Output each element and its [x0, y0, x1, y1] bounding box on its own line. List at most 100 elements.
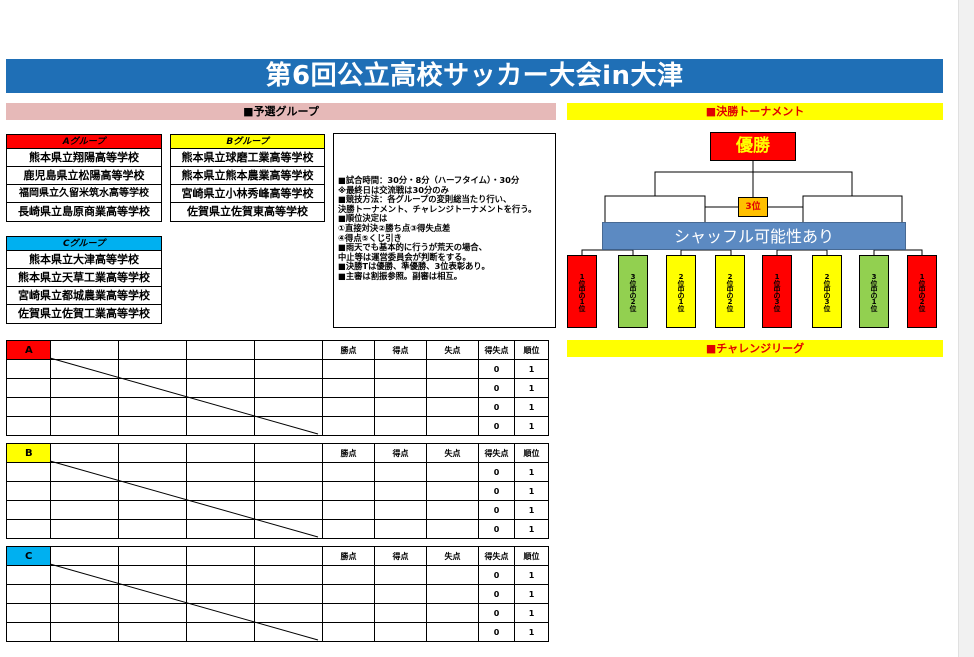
table-row: 0 1 [6, 416, 549, 436]
table-row: 0 1 [6, 603, 549, 623]
rule-line: ④得点⑤くじ引き [338, 232, 402, 243]
table-row: 0 1 [6, 378, 549, 398]
group-c-box: Cグループ 熊本県立大津高等学校 熊本県立天草工業高等学校 宮崎県立都城農業高等… [6, 236, 162, 324]
third-place-box: 3位 [738, 197, 768, 217]
rank-cell: 1 [514, 481, 549, 501]
group-a-school: 福岡県立久留米筑水高等学校 [7, 185, 161, 203]
table-row: 0 1 [6, 622, 549, 642]
group-b-label: Bグループ [171, 135, 324, 149]
rule-line: ■雨天でも基本的に行うが荒天の場合、 [338, 242, 487, 253]
league-table-a: A 勝点 得点 失点 得失点 順位 0 1 0 1 0 1 0 1 [6, 340, 549, 436]
group-a-label: Aグループ [7, 135, 161, 149]
group-b-school: 佐賀県立佐賀東高等学校 [187, 205, 308, 218]
rule-line: ■主審は割振参照。副審は相互。 [338, 270, 462, 281]
group-a-school: 熊本県立翔陽高等学校 [7, 149, 161, 167]
rule-line: ①直接対決②勝ち点③得失点差 [338, 222, 451, 233]
header-goals-against: 失点 [426, 546, 479, 566]
rank-cell: 1 [514, 622, 549, 642]
header-rank: 順位 [514, 546, 549, 566]
rule-line: ■順位決定は [338, 213, 388, 224]
goal-diff-cell: 0 [478, 565, 515, 585]
goal-diff-cell: 0 [478, 584, 515, 604]
header-points: 勝点 [322, 443, 375, 463]
table-row: 0 1 [6, 565, 549, 585]
rank-cell: 1 [514, 565, 549, 585]
league-label: A [6, 340, 51, 360]
final-tournament-heading: ■決勝トーナメント [567, 103, 943, 120]
table-row: 0 1 [6, 397, 549, 417]
group-c-school: 佐賀県立佐賀工業高等学校 [18, 307, 150, 320]
league-table-b: B 勝点 得点 失点 得失点 順位 0 1 0 1 0 1 0 1 [6, 443, 549, 539]
goal-diff-cell: 0 [478, 481, 515, 501]
vertical-scrollbar[interactable] [958, 0, 974, 657]
group-a-box: Aグループ 熊本県立翔陽高等学校 鹿児島県立松陽高等学校 福岡県立久留米筑水高等… [6, 134, 162, 222]
league-label: B [6, 443, 51, 463]
seed-box: 1位中の2位 [907, 255, 937, 328]
group-c-school: 宮崎県立都城農業高等学校 [7, 287, 161, 305]
group-c-label: Cグループ [7, 237, 161, 251]
rule-line: 中止等は運営委員会が判断をする。 [338, 251, 471, 262]
seed-box: 2位中の1位 [666, 255, 696, 328]
league-label: C [6, 546, 51, 566]
league-table-c: C 勝点 得点 失点 得失点 順位 0 1 0 1 0 1 0 1 [6, 546, 549, 642]
goal-diff-cell: 0 [478, 397, 515, 417]
rank-cell: 1 [514, 416, 549, 436]
rank-cell: 1 [514, 519, 549, 539]
header-points: 勝点 [322, 546, 375, 566]
challenge-league-heading: ■チャレンジリーグ [567, 340, 943, 357]
header-goals-for: 得点 [374, 340, 427, 360]
header-goals-for: 得点 [374, 443, 427, 463]
header-goal-diff: 得失点 [478, 340, 515, 360]
goal-diff-cell: 0 [478, 603, 515, 623]
rule-line: ※最終日は交流戦は30分のみ [338, 184, 449, 195]
goal-diff-cell: 0 [478, 519, 515, 539]
header-rank: 順位 [514, 443, 549, 463]
table-row: 0 1 [6, 584, 549, 604]
goal-diff-cell: 0 [478, 378, 515, 398]
yosen-group-heading: ■予選グループ [6, 103, 556, 120]
rule-line: 決勝トーナメント、チャレンジトーナメントを行う。 [338, 203, 537, 214]
header-rank: 順位 [514, 340, 549, 360]
page-title: 第6回公立高校サッカー大会in大津 [6, 59, 943, 93]
goal-diff-cell: 0 [478, 500, 515, 520]
seed-box: 2位中の2位 [715, 255, 745, 328]
table-row: 0 1 [6, 519, 549, 539]
seed-box: 2位中の3位 [812, 255, 842, 328]
seed-box: 3位中の1位 [859, 255, 889, 328]
goal-diff-cell: 0 [478, 416, 515, 436]
rank-cell: 1 [514, 378, 549, 398]
goal-diff-cell: 0 [478, 462, 515, 482]
header-goals-against: 失点 [426, 340, 479, 360]
rank-cell: 1 [514, 462, 549, 482]
table-row: 0 1 [6, 481, 549, 501]
rules-box: ■試合時間：30分・8分（ハーフタイム）・30分 ※最終日は交流戦は30分のみ … [333, 133, 556, 328]
rule-line: ■決勝Tは優勝、準優勝、3位表彰あり。 [338, 261, 490, 272]
group-b-school: 熊本県立球磨工業高等学校 [171, 149, 324, 167]
group-a-school: 長崎県立島原商業高等学校 [18, 205, 150, 218]
group-b-school: 宮崎県立小林秀峰高等学校 [171, 185, 324, 203]
group-b-box: Bグループ 熊本県立球磨工業高等学校 熊本県立熊本農業高等学校 宮崎県立小林秀峰… [170, 134, 325, 222]
header-goal-diff: 得失点 [478, 546, 515, 566]
seed-box: 3位中の2位 [618, 255, 648, 328]
group-c-school: 熊本県立天草工業高等学校 [7, 269, 161, 287]
rank-cell: 1 [514, 603, 549, 623]
rank-cell: 1 [514, 397, 549, 417]
goal-diff-cell: 0 [478, 359, 515, 379]
rank-cell: 1 [514, 500, 549, 520]
table-row: 0 1 [6, 500, 549, 520]
header-points: 勝点 [322, 340, 375, 360]
header-goals-against: 失点 [426, 443, 479, 463]
header-goals-for: 得点 [374, 546, 427, 566]
goal-diff-cell: 0 [478, 622, 515, 642]
group-a-school: 鹿児島県立松陽高等学校 [7, 167, 161, 185]
rule-line: ■試合時間：30分・8分（ハーフタイム）・30分 [338, 175, 520, 185]
seed-box: 1位中の1位 [567, 255, 597, 328]
champion-box: 優勝 [710, 132, 796, 161]
table-row: 0 1 [6, 359, 549, 379]
seed-box: 1位中の3位 [762, 255, 792, 328]
group-b-school: 熊本県立熊本農業高等学校 [171, 167, 324, 185]
rule-line: ■競技方法：各グループの変則総当たり行い、 [338, 194, 512, 205]
rank-cell: 1 [514, 359, 549, 379]
group-c-school: 熊本県立大津高等学校 [7, 251, 161, 269]
header-goal-diff: 得失点 [478, 443, 515, 463]
